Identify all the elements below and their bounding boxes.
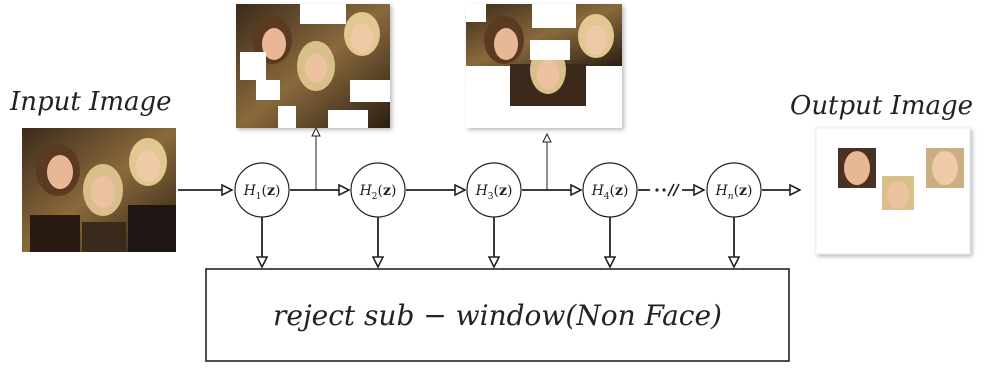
stage-n-circle (706, 162, 762, 218)
stage-node-n: Hn(z) (706, 162, 762, 267)
reject-box-label: reject sub − window(Non Face) (273, 299, 722, 332)
stage-2-label: H2(z) (359, 183, 397, 202)
stage-3-circle (466, 162, 522, 218)
input-image-label: Input Image (9, 87, 172, 117)
stage-node-2: H2(z) (350, 162, 406, 267)
stage3-remaining-photo (466, 4, 622, 128)
stage-1-circle (234, 162, 290, 218)
stage-node-1: H1(z) (234, 162, 290, 267)
stage-nodes: H1(z) H2(z) H3(z) H4(z) Hn(z) (234, 162, 762, 267)
stage1-remaining-photo (236, 4, 390, 128)
stage-1-label: H1(z) (243, 183, 281, 202)
output-image-label: Output Image (790, 91, 973, 121)
stage-node-3: H3(z) (466, 162, 522, 267)
stage-n-label: Hn(z) (715, 183, 753, 202)
stage-4-label: H4(z) (591, 183, 629, 202)
reject-box (205, 268, 790, 362)
h4-to-hn-broken-arrow (638, 183, 704, 197)
stage-3-label: H3(z) (475, 183, 513, 202)
output-photo (815, 127, 971, 255)
stage-node-4: H4(z) (582, 162, 638, 267)
stage-2-circle (350, 162, 406, 218)
stage-4-circle (582, 162, 638, 218)
input-photo (22, 128, 176, 252)
